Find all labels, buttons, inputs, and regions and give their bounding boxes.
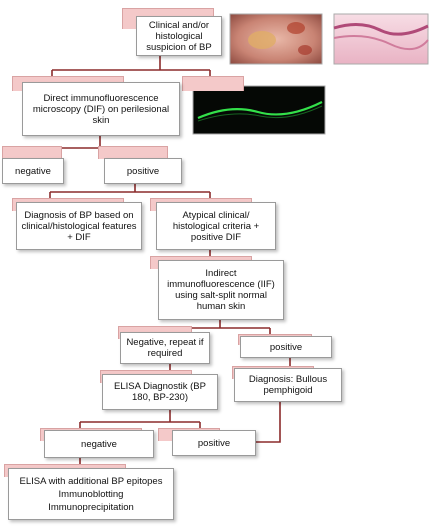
dif-text: Direct immunofluorescence microscopy (DI… bbox=[32, 92, 170, 126]
node-tab bbox=[182, 76, 244, 91]
atypical-text: Atypical clinical/ histological criteria… bbox=[172, 209, 260, 243]
positive-elisa-text: positive bbox=[197, 437, 231, 449]
final-tests-box: ELISA with additional BP epitopes Immuno… bbox=[8, 468, 174, 520]
node-tab bbox=[2, 146, 62, 159]
iif-box: Indirect immunofluorescence (IIF) using … bbox=[158, 260, 284, 320]
diagnosis-bp-text: Diagnosis: Bullous pemphigoid bbox=[248, 374, 328, 396]
positive-box: positive bbox=[104, 158, 182, 184]
negative-repeat-text: Negative, repeat if required bbox=[126, 337, 204, 359]
final-test-item: ELISA with additional BP epitopes bbox=[19, 475, 163, 487]
negative-elisa-text: negative bbox=[81, 438, 117, 450]
histology-photo bbox=[333, 13, 429, 65]
negative-repeat-box: Negative, repeat if required bbox=[120, 332, 210, 364]
node-tab bbox=[98, 146, 168, 159]
atypical-box: Atypical clinical/ histological criteria… bbox=[156, 202, 276, 250]
iif-text: Indirect immunofluorescence (IIF) using … bbox=[167, 268, 275, 312]
clinical-photo bbox=[229, 13, 323, 65]
suspicion-text: Clinical and/or histological suspicion o… bbox=[146, 19, 212, 53]
dif-box: Direct immunofluorescence microscopy (DI… bbox=[22, 82, 180, 136]
positive-text: positive bbox=[126, 165, 160, 177]
elisa-box: ELISA Diagnostik (BP 180, BP-230) bbox=[102, 374, 218, 410]
suspicion-box: Clinical and/or histological suspicion o… bbox=[136, 16, 222, 56]
diagnosis-dif-box: Diagnosis of BP based on clinical/histol… bbox=[16, 202, 142, 250]
negative-elisa-box: negative bbox=[44, 430, 154, 458]
elisa-text: ELISA Diagnostik (BP 180, BP-230) bbox=[114, 381, 206, 403]
positive-elisa-box: positive bbox=[172, 430, 256, 456]
diagnosis-bp-box: Diagnosis: Bullous pemphigoid bbox=[234, 368, 342, 402]
diagnosis-dif-text: Diagnosis of BP based on clinical/histol… bbox=[21, 209, 137, 243]
final-test-item: Immunoblotting bbox=[58, 488, 124, 500]
negative-text: negative bbox=[15, 165, 51, 177]
fluorescence-photo bbox=[192, 85, 326, 135]
positive-iif-text: positive bbox=[269, 341, 303, 353]
negative-box: negative bbox=[2, 158, 64, 184]
final-test-item: Immunoprecipitation bbox=[48, 501, 134, 513]
positive-iif-box: positive bbox=[240, 336, 332, 358]
